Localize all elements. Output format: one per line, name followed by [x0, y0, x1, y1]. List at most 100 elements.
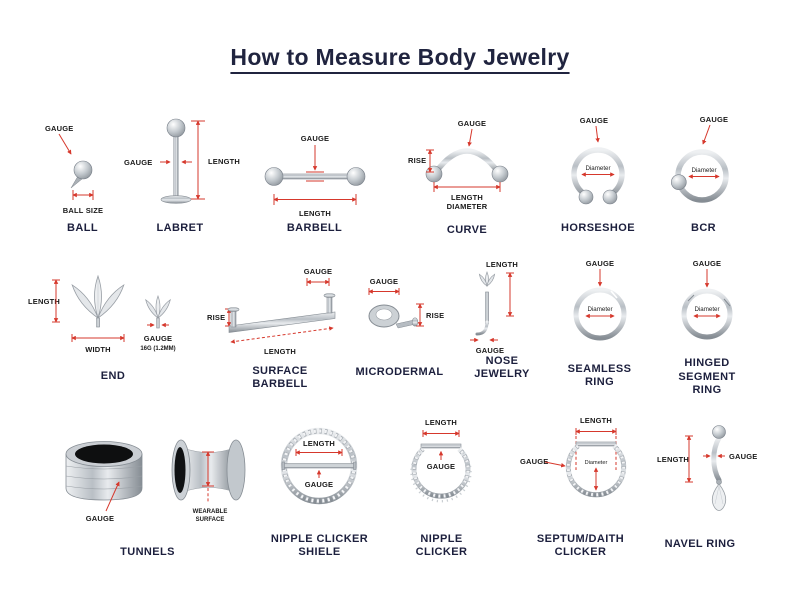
nipple-clicker-illustration: LENGTH GAUGE — [410, 418, 472, 503]
annotation-length: LENGTH — [299, 209, 331, 218]
annotation-wearable-line1: WEARABLE — [193, 509, 228, 515]
annotation-gauge: GAUGE — [305, 480, 334, 489]
item-label: SEPTUM/DAITH CLICKER — [536, 532, 625, 559]
item-label: HINGED SEGMENT RING — [678, 356, 736, 397]
annotation-gauge: GAUGE — [580, 116, 609, 125]
seamless-ring-shape — [573, 287, 627, 341]
hinged-segment-ring-shape — [681, 288, 733, 340]
annotation-length: LENGTH — [580, 416, 612, 425]
item-seamless-ring: GAUGE Diameter SEAMLESS RING — [552, 256, 647, 390]
item-label: NAVEL RING — [664, 538, 736, 551]
horseshoe-measures — [581, 125, 615, 177]
item-label: END — [100, 370, 126, 383]
item-horseshoe: GAUGE Diameter HORSESHOE — [548, 112, 648, 236]
item-label: CURVE — [446, 224, 488, 237]
item-nipple-clicker: LENGTH GAUGE NIPPLE CLICKER — [394, 414, 489, 560]
item-label: NOSE JEWELRY — [474, 354, 530, 381]
septum-daith-clicker-illustration: LENGTH GAUGE Diameter — [520, 416, 627, 498]
annotation-rise: RISE — [207, 313, 225, 322]
annotation-diameter: Diameter — [585, 460, 608, 466]
nipple-clicker-shape — [410, 443, 472, 503]
ball-illustration: GAUGE BALL SIZE — [45, 124, 103, 215]
annotation-wearable-line2: SURFACE — [196, 517, 225, 523]
annotation-diameter: Diameter — [691, 167, 716, 174]
annotation-gauge: GAUGE — [144, 334, 173, 343]
item-label: TUNNELS — [120, 546, 175, 559]
labret-shape — [160, 118, 192, 204]
item-barbell: GAUGE LENGTH BARBELL — [252, 128, 377, 236]
nipple-clicker-measures — [422, 430, 460, 460]
annotation-gauge: GAUGE — [586, 259, 615, 268]
annotation-diameter: Diameter — [585, 165, 610, 172]
barbell-measures — [273, 145, 357, 205]
item-bcr: GAUGE Diameter BCR — [656, 112, 751, 236]
ball-shape — [70, 160, 93, 189]
annotation-gauge: GAUGE — [520, 457, 549, 466]
seamless-ring-illustration: GAUGE Diameter — [573, 259, 627, 341]
item-curve: GAUGE RISE LENGTH DIAMETER CURVE — [408, 116, 526, 238]
septum-daith-clicker-shape — [565, 441, 627, 498]
ball-measures — [58, 133, 94, 200]
annotation-gauge: GAUGE — [700, 115, 729, 124]
end-gem-small — [145, 294, 171, 329]
item-end: LENGTH — [28, 262, 198, 384]
annotation-gauge: GAUGE — [304, 267, 333, 276]
septum-daith-clicker-measures — [544, 428, 617, 491]
barbell-illustration: GAUGE LENGTH — [264, 134, 366, 218]
annotation-gauge: GAUGE — [301, 134, 330, 143]
item-microdermal: GAUGE RISE MICRODERMAL — [352, 272, 447, 380]
barbell-shape — [264, 167, 366, 186]
curve-illustration: GAUGE RISE LENGTH DIAMETER — [408, 119, 509, 211]
nipple-clicker-shield-measures — [295, 449, 343, 478]
nose-jewelry-measures — [470, 272, 514, 343]
item-nipple-clicker-shield: LENGTH GAUGE NIPPLE CLICKER SHIELE — [262, 416, 377, 560]
item-label: NIPPLE CLICKER SHIELE — [270, 532, 369, 559]
annotation-gauge: GAUGE — [476, 346, 505, 355]
microdermal-measures — [368, 288, 424, 327]
item-surface-barbell: GAUGE RISE LENGTH SURFACE BARBELL — [205, 262, 355, 392]
item-labret: GAUGE LENGTH LABRET — [120, 108, 240, 236]
annotation-gauge: GAUGE — [729, 452, 758, 461]
hinged-segment-ring-measures — [693, 269, 721, 319]
annotation-length: LENGTH — [451, 193, 483, 202]
annotation-diameter: Diameter — [587, 306, 612, 313]
annotation-width: WIDTH — [85, 345, 111, 354]
annotation-length: LENGTH — [486, 260, 518, 269]
bcr-shape — [670, 149, 729, 203]
annotation-length: LENGTH — [264, 347, 296, 356]
annotation-gauge: GAUGE — [427, 462, 456, 471]
item-label: BARBELL — [286, 222, 343, 235]
item-label: BALL — [67, 222, 98, 235]
bcr-illustration: GAUGE Diameter — [670, 115, 729, 203]
annotation-length: LENGTH — [208, 157, 240, 166]
tunnel-side-shape — [171, 439, 246, 501]
item-label: BCR — [690, 222, 717, 235]
item-septum-daith-clicker: LENGTH GAUGE Diameter SEPTUM/DAITH CLICK… — [518, 412, 643, 560]
curve-measures — [426, 128, 501, 192]
nipple-clicker-shield-shape — [280, 427, 358, 505]
annotation-gauge: GAUGE — [458, 119, 487, 128]
item-ball: GAUGE BALL SIZE BALL — [35, 118, 130, 236]
horseshoe-illustration: GAUGE Diameter — [571, 116, 625, 205]
nose-jewelry-illustration: LENGTH GAUGE — [470, 260, 518, 355]
annotation-length: LENGTH — [657, 455, 689, 464]
annotation-rise: RISE — [408, 156, 426, 165]
annotation-gauge-size: 16G (1.2MM) — [140, 346, 175, 352]
hinged-segment-ring-illustration: GAUGE Diameter — [681, 259, 733, 340]
surface-barbell-shape — [227, 293, 336, 333]
annotation-length: LENGTH — [303, 439, 335, 448]
item-navel-ring: LENGTH GAUGE NAVEL RING — [645, 412, 758, 552]
end-measures — [52, 279, 169, 342]
annotation-gauge: GAUGE — [86, 514, 115, 523]
end-illustration: LENGTH — [28, 274, 176, 354]
annotation-gauge: GAUGE — [370, 277, 399, 286]
annotation-gauge: GAUGE — [45, 124, 74, 133]
item-label: HORSESHOE — [561, 222, 635, 235]
labret-measures — [160, 120, 205, 200]
tunnel-front-shape — [65, 441, 143, 501]
item-label: LABRET — [156, 222, 204, 235]
item-nose-jewelry: LENGTH GAUGE NOSE JEWELRY — [462, 256, 542, 382]
surface-barbell-measures — [225, 278, 334, 344]
microdermal-illustration: GAUGE RISE — [368, 277, 444, 329]
item-tunnels: GAUGE WEARABLE SURFACE TUNNELS — [40, 412, 255, 560]
